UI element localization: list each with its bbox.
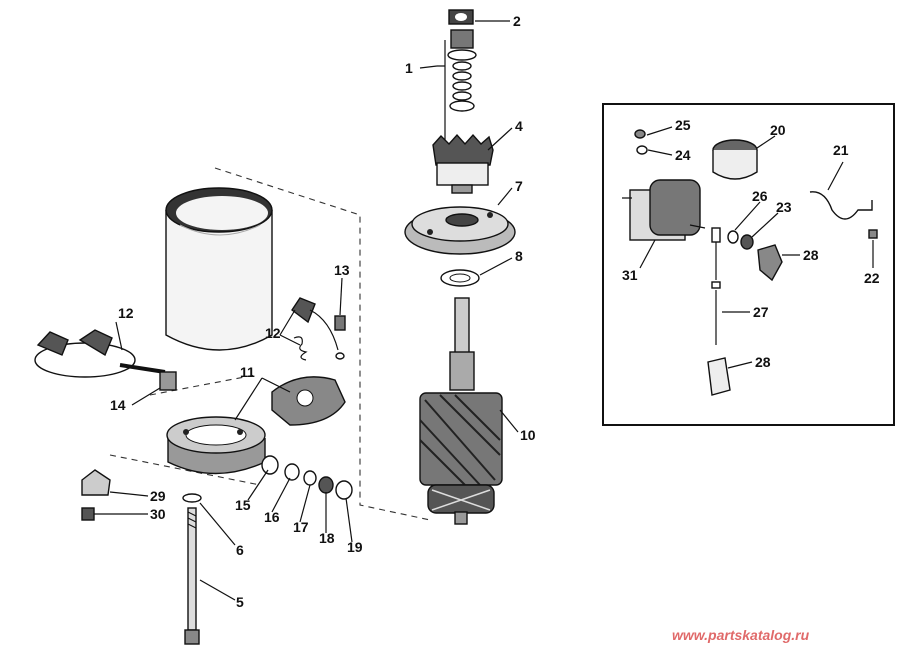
part-2-nut [448, 9, 474, 25]
part-12-brushes-springs-right [291, 297, 339, 361]
watermark: www.partskatalog.ru [672, 627, 810, 643]
callout-27: 27 [753, 304, 769, 320]
callout-labels: 2 1 4 7 8 10 11 12 12 13 14 15 16 17 18 … [110, 13, 880, 610]
part-20-cover [712, 139, 758, 180]
part-13-screw [334, 315, 346, 360]
part-10-armature [419, 297, 503, 525]
part-28-boot-lower [707, 357, 731, 396]
commutator-end-head [166, 416, 266, 475]
callout-11: 11 [240, 364, 255, 380]
callout-25: 25 [675, 117, 691, 133]
part-24-25-nut-washer [634, 129, 648, 155]
part-5-6-through-bolt [182, 493, 202, 645]
callout-21: 21 [833, 142, 849, 158]
part-11-brush-plate [271, 376, 346, 426]
callout-24: 24 [675, 147, 691, 163]
callout-20: 20 [770, 122, 786, 138]
callout-16: 16 [264, 509, 280, 525]
callout-10: 10 [520, 427, 536, 443]
part-1-spring-assembly [437, 29, 477, 141]
callout-19: 19 [347, 539, 363, 555]
callout-13: 13 [334, 262, 350, 278]
part-23-26-washer-nut [727, 230, 754, 250]
callout-15: 15 [235, 497, 251, 513]
callout-22: 22 [864, 270, 880, 286]
part-27-cable [711, 227, 721, 345]
callout-8: 8 [515, 248, 523, 264]
callout-12-right: 12 [265, 325, 281, 341]
callout-4: 4 [515, 118, 523, 134]
callout-26: 26 [752, 188, 768, 204]
part-14-clip [159, 371, 177, 391]
callout-29: 29 [150, 488, 166, 504]
part-4-pinion-gear [432, 133, 494, 194]
callout-28-lower: 28 [755, 354, 771, 370]
field-frame-housing [165, 187, 273, 351]
callout-5: 5 [236, 594, 244, 610]
part-28-boot-upper [757, 244, 783, 282]
solenoid-inset-box [602, 103, 895, 426]
part-29-30-clamp-screw [81, 469, 111, 521]
part-7-drive-end-cap [404, 206, 516, 255]
callout-2: 2 [513, 13, 521, 29]
callout-28-upper: 28 [803, 247, 819, 263]
callout-12-left: 12 [118, 305, 134, 321]
callout-30: 30 [150, 506, 166, 522]
callout-23: 23 [776, 199, 792, 215]
callout-6: 6 [236, 542, 244, 558]
callout-14: 14 [110, 397, 126, 413]
callout-7: 7 [515, 178, 523, 194]
part-31-solenoid [622, 179, 706, 241]
part-12-brush-assembly-left [34, 329, 166, 378]
callout-18: 18 [319, 530, 335, 546]
callout-17: 17 [293, 519, 309, 535]
parts-15-19-hardware [261, 455, 353, 500]
leader-lines [94, 20, 874, 601]
assembly-dashed-lines [109, 167, 431, 521]
part-21-bracket [809, 191, 873, 220]
callout-31: 31 [622, 267, 638, 283]
part-22-screw [868, 229, 878, 239]
part-8-washer [440, 269, 480, 287]
callout-1: 1 [405, 60, 413, 76]
